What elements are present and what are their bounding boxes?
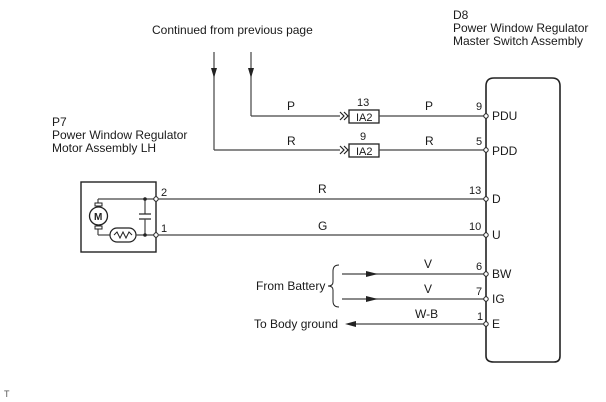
left-arrow-icon [345,321,356,327]
pin-e: 1 E [477,311,500,331]
motor-pin-number: 2 [161,187,167,199]
pin-name: E [492,317,500,331]
wire-color-label: P [287,99,295,113]
brace-icon [327,264,340,308]
connector-arrow-icon [339,111,349,121]
master-switch-box [485,77,561,363]
pin-terminal [483,271,489,277]
wire-color-label: V [424,282,432,296]
from-battery-label: From Battery [256,279,325,293]
pin-name: U [492,228,501,242]
motor-pin-terminal [153,232,159,238]
connector-name: IA2 [356,112,373,124]
ptc-thermistor-icon [109,227,137,243]
pin-terminal [483,232,489,238]
pin-number: 13 [469,185,481,197]
pin-terminal [483,321,489,327]
pin-name: D [492,192,501,206]
resistor-zigzag [113,230,133,240]
pin-terminal [483,113,489,119]
pin-pdu: 9 PDU [476,101,517,123]
down-arrow-icon [211,68,217,78]
motor-name-1: Power Window Regulator [52,128,187,142]
junction-dot [143,197,147,201]
pin-d: 13 D [469,185,501,206]
master-switch-code: D8 [453,8,469,22]
wire-color-label: R [318,182,327,196]
pin-name: IG [492,292,505,306]
right-arrow-icon [366,296,378,302]
motor-name-2: Motor Assembly LH [52,141,156,155]
pin-number: 9 [476,101,482,113]
to-body-ground-label: To Body ground [254,317,338,331]
connector-pin: 9 [360,131,366,143]
motor-symbol: M [94,212,102,223]
continued-label: Continued from previous page [152,23,313,37]
wire-color-label: W-B [415,307,438,321]
pin-bw: 6 BW [476,261,512,281]
pin-terminal [483,196,489,202]
master-switch-name-1: Power Window Regulator [453,21,588,35]
junction-dot [143,233,147,237]
pin-number: 6 [476,261,482,273]
footer-mark: T [4,389,10,399]
pin-name: PDU [492,109,517,123]
pin-terminal [483,147,489,153]
pin-number: 7 [476,286,482,298]
connector-arrow-icon [339,145,349,155]
connector-name: IA2 [356,146,373,158]
right-arrow-icon [366,271,378,277]
wire-color-label: G [318,219,327,233]
motor-code: P7 [52,115,67,129]
pin-pdd: 5 PDD [476,136,518,158]
motor-pin-number: 1 [161,223,167,235]
master-switch-name-2: Master Switch Assembly [453,34,583,48]
pin-ig: 7 IG [476,286,505,306]
pin-name: PDD [492,144,518,158]
motor-pin-terminal [153,196,159,202]
down-arrow-icon [248,68,254,78]
wire-color-label: V [424,257,432,271]
wire-color-label: P [425,99,433,113]
pin-number: 10 [469,221,481,233]
wire-color-label: R [287,134,296,148]
wire-color-label: R [425,134,434,148]
motor-brush [94,202,103,207]
motor-icon [88,206,109,226]
pin-number: 5 [476,136,482,148]
pin-number: 1 [477,311,483,323]
motor-box [80,181,157,253]
pin-u: 10 U [469,221,501,242]
connector-pin: 13 [357,97,369,109]
pin-name: BW [492,267,512,281]
motor-brush [94,225,103,230]
pin-terminal [483,296,489,302]
